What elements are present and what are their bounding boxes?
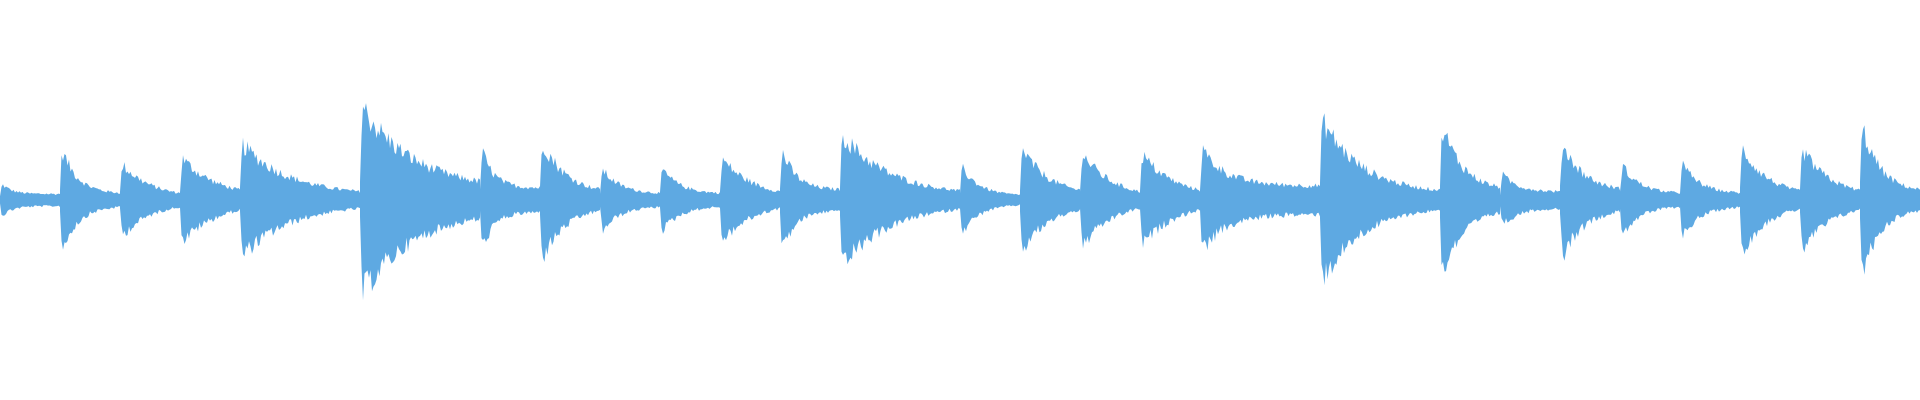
waveform-segment (1200, 145, 1320, 251)
waveform-segment (840, 135, 960, 265)
waveform-envelope (0, 103, 1920, 301)
waveform-segment (1320, 113, 1440, 286)
waveform-segment (1080, 155, 1140, 249)
waveform-segment (720, 157, 780, 241)
waveform-segment (1440, 132, 1500, 272)
waveform-segment (240, 137, 360, 257)
waveform-segment (1560, 147, 1620, 261)
waveform-segment (60, 154, 120, 250)
waveform-segment (0, 184, 60, 216)
waveform-segment (1020, 148, 1080, 252)
waveform-segment (480, 148, 540, 242)
waveform-segment (1800, 149, 1860, 253)
waveform-segment (1680, 160, 1740, 239)
waveform-segment (1740, 145, 1800, 255)
waveform-segment (540, 150, 600, 262)
waveform-segment (180, 155, 240, 244)
waveform-segment (960, 163, 1020, 234)
waveform-segment (1860, 125, 1920, 275)
waveform-segment (120, 162, 180, 236)
waveform-segment (1500, 171, 1560, 224)
waveform-segment (600, 168, 660, 234)
waveform-segment (1140, 151, 1200, 248)
waveform-segment (780, 149, 840, 244)
waveform-segment (1620, 164, 1680, 234)
waveform-segment (360, 103, 480, 301)
waveform-segment (660, 169, 720, 234)
